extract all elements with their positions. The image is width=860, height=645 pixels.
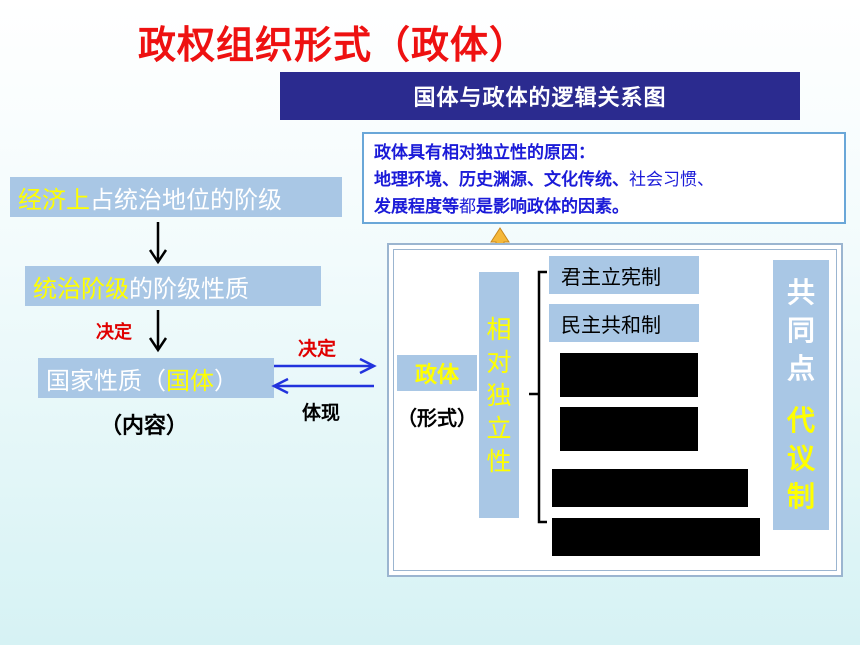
common-char: 共	[786, 276, 815, 309]
reason-factors-bold: 地理环境、历史渊源、文化传统、	[374, 170, 629, 190]
representative-char: 代	[786, 404, 815, 437]
reason-line-1: 政体具有相对独立性的原因：	[374, 143, 595, 163]
independence-char: 性	[486, 446, 512, 476]
diagram-banner: 国体与政体的逻辑关系图	[280, 72, 800, 120]
state-nature-text: 国家性质（	[46, 366, 166, 395]
ruling-class-highlight: 统治阶级	[33, 274, 129, 303]
independence-char: 独	[486, 380, 512, 410]
decide-label-left: 决定	[96, 322, 132, 343]
guoti-highlight: 国体	[166, 366, 214, 395]
independence-column: 相 对 独 立 性	[479, 272, 519, 518]
common-char: 同	[786, 314, 815, 347]
independence-char: 立	[486, 413, 512, 443]
reason-line-2: 地理环境、历史渊源、文化传统、社会习惯、	[374, 167, 834, 194]
reason-all: 都	[459, 197, 476, 217]
democratic-republic-box: 民主共和制	[549, 304, 699, 342]
independence-char: 对	[486, 347, 512, 377]
class-nature-box: 统治阶级的阶级性质	[25, 266, 321, 306]
reason-factors-plain: 社会习惯、	[629, 170, 714, 190]
reason-conclusion: 是影响政体的因素。	[476, 197, 629, 217]
ruling-class-box: 经济上占统治地位的阶级	[10, 177, 342, 217]
content-label: （内容）	[100, 414, 189, 439]
page-title: 政权组织形式（政体）	[138, 23, 529, 67]
down-arrow-icon	[148, 222, 168, 265]
redacted-box	[552, 469, 748, 507]
common-point-column: 共 同 点 代 议 制	[773, 260, 829, 530]
reason-development: 发展程度等	[374, 197, 459, 217]
down-arrow-icon	[148, 310, 168, 353]
ruling-class-text: 占统治地位的阶级	[90, 185, 282, 214]
state-nature-close: ）	[214, 366, 238, 395]
independence-reason-box: 政体具有相对独立性的原因： 地理环境、历史渊源、文化传统、社会习惯、 发展程度等…	[362, 132, 846, 224]
redacted-box	[552, 518, 760, 556]
economic-highlight: 经济上	[18, 185, 90, 214]
representative-char: 制	[786, 480, 815, 513]
reason-line-3: 发展程度等都是影响政体的因素。	[374, 194, 834, 221]
state-nature-box: 国家性质（国体）	[38, 358, 274, 398]
bracket-icon	[529, 270, 547, 524]
decide-label-middle: 决定	[298, 338, 337, 360]
zhengti-box: 政体	[397, 355, 477, 391]
class-nature-text: 的阶级性质	[129, 274, 249, 303]
representative-char: 议	[786, 442, 815, 475]
common-char: 点	[786, 352, 815, 385]
constitutional-monarchy-box: 君主立宪制	[549, 256, 699, 294]
redacted-box	[560, 407, 698, 451]
independence-char: 相	[486, 314, 512, 344]
embody-label: 体现	[302, 402, 341, 424]
double-arrow-icon	[271, 357, 377, 395]
form-label: （形式）	[397, 406, 477, 430]
redacted-box	[560, 353, 698, 397]
